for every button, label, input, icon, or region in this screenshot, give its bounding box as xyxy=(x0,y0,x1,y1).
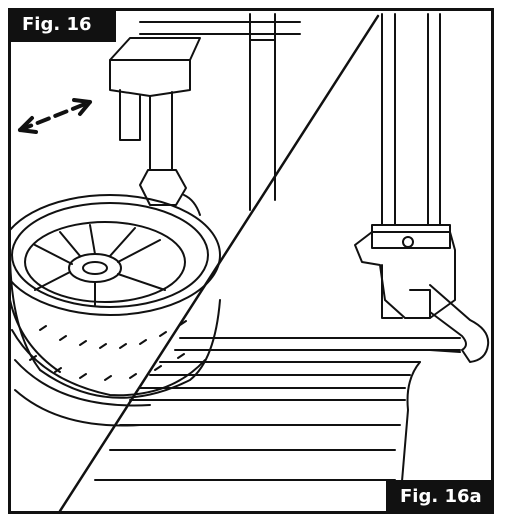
figure-label-main: Fig. 16 xyxy=(8,8,116,42)
detail-rim xyxy=(94,337,461,506)
divider-line xyxy=(58,14,380,511)
tire-changer-machine xyxy=(109,13,301,216)
tire xyxy=(11,249,221,427)
figure-label-detail: Fig. 16a xyxy=(386,480,494,514)
movement-arrow xyxy=(18,98,92,134)
wheel-rim xyxy=(11,194,221,316)
detail-column xyxy=(371,13,451,249)
detail-head xyxy=(354,231,490,363)
